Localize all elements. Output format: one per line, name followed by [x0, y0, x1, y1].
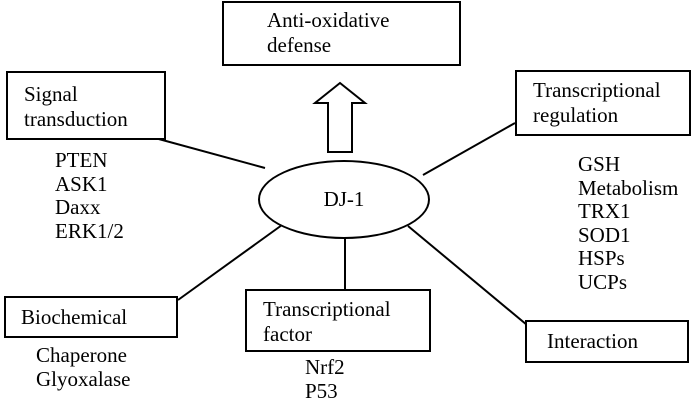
biochemical-items-list: Chaperone Glyoxalase: [36, 343, 131, 391]
list-item: PTEN: [55, 148, 108, 172]
list-item: ASK1: [55, 171, 108, 196]
dj1-node: DJ-1: [258, 160, 430, 239]
anti-oxidative-label-line1: Anti-oxidative: [267, 8, 390, 32]
list-item: HSPs: [578, 246, 625, 270]
list-item: UCPs: [578, 269, 628, 294]
list-item: P53: [305, 378, 338, 403]
transcriptional-regulation-label-line1: Transcriptional: [533, 78, 661, 102]
signal-items-list: PTEN ASK1 Daxx ERK1/2: [55, 148, 124, 243]
anti-oxidative-label-line2: defense: [267, 33, 332, 57]
list-item: TRX1: [578, 199, 631, 223]
biochemical-box: Biochemical: [4, 296, 178, 338]
list-item: Metabolism: [578, 175, 679, 200]
signal-label-line2: transduction: [24, 107, 128, 131]
signal-label-line1: Signal: [24, 82, 78, 106]
list-item: Chaperone: [36, 343, 127, 367]
transcriptional-regulation-box: Transcriptional regulation: [515, 70, 691, 136]
biochemical-label: Biochemical: [21, 305, 128, 329]
interaction-box: Interaction: [525, 320, 689, 363]
list-item: ERK1/2: [55, 218, 124, 243]
up-arrow-icon: [312, 81, 368, 153]
transcriptional-factor-label-line1: Transcriptional: [263, 297, 391, 321]
list-item: Nrf2: [305, 355, 345, 379]
connector-transcriptional-regulation: [422, 122, 516, 176]
interaction-label: Interaction: [547, 329, 638, 353]
connector-biochemical: [177, 224, 283, 301]
list-item: Daxx: [55, 195, 101, 219]
transcriptional-factor-box: Transcriptional factor: [245, 289, 431, 352]
dj1-label: DJ-1: [323, 187, 365, 211]
list-item: SOD1: [578, 222, 631, 247]
signal-transduction-box: Signal transduction: [6, 71, 166, 140]
list-item: GSH: [578, 152, 621, 176]
transcriptional-regulation-items-list: GSH Metabolism TRX1 SOD1 HSPs UCPs: [578, 152, 679, 294]
transcriptional-factor-label-line2: factor: [263, 322, 312, 346]
transcriptional-regulation-label-line2: regulation: [533, 103, 619, 127]
connector-interaction: [407, 225, 528, 326]
transcriptional-factor-items-list: Nrf2 P53: [305, 355, 345, 403]
anti-oxidative-defense-box: Anti-oxidative defense: [222, 1, 461, 66]
connector-signal: [154, 137, 266, 169]
list-item: Glyoxalase: [36, 366, 131, 391]
